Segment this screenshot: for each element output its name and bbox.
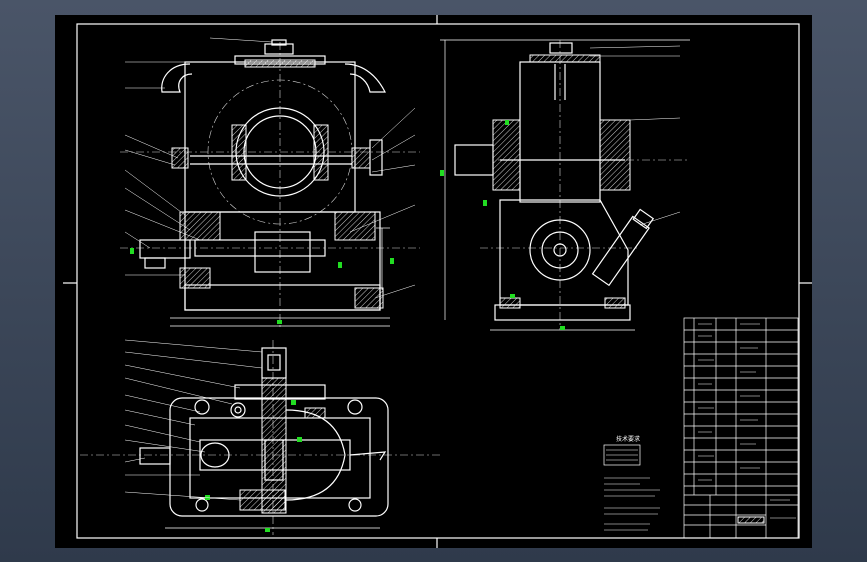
- front-view: [120, 37, 420, 330]
- tech-req-title: 技术要求: [616, 435, 640, 443]
- parts-list-text-marks: [698, 323, 760, 481]
- tech-req-lines: [604, 477, 660, 531]
- top-view: [80, 339, 440, 535]
- sheet-frame: [63, 15, 812, 548]
- title-block: [683, 317, 799, 539]
- side-view: [440, 39, 690, 331]
- technical-requirements: 技术要求: [603, 435, 660, 531]
- parts-list-rows: [684, 329, 798, 496]
